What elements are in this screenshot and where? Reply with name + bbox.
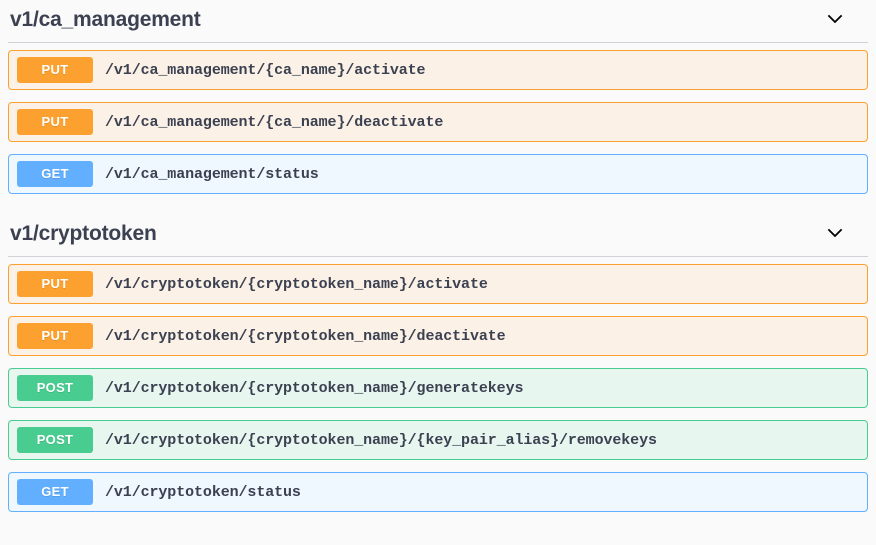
method-badge: PUT (17, 109, 93, 135)
chevron-down-icon[interactable] (824, 222, 846, 244)
endpoint-path: /v1/cryptotoken/{cryptotoken_name}/activ… (105, 275, 488, 293)
method-badge: POST (17, 427, 93, 453)
operation-row[interactable]: PUT /v1/cryptotoken/{cryptotoken_name}/a… (8, 264, 868, 304)
endpoint-path: /v1/cryptotoken/{cryptotoken_name}/deact… (105, 327, 506, 345)
tag-header-ca-management[interactable]: v1/ca_management (8, 0, 868, 43)
method-badge: PUT (17, 271, 93, 297)
tag-header-cryptotoken[interactable]: v1/cryptotoken (8, 214, 868, 257)
operation-row[interactable]: POST /v1/cryptotoken/{cryptotoken_name}/… (8, 420, 868, 460)
tag-title: v1/ca_management (10, 7, 201, 31)
operation-row[interactable]: PUT /v1/ca_management/{ca_name}/activate (8, 50, 868, 90)
chevron-down-icon[interactable] (824, 8, 846, 30)
endpoint-path: /v1/cryptotoken/{cryptotoken_name}/{key_… (105, 431, 657, 449)
operation-row[interactable]: PUT /v1/ca_management/{ca_name}/deactiva… (8, 102, 868, 142)
operation-row[interactable]: GET /v1/ca_management/status (8, 154, 868, 194)
endpoint-path: /v1/ca_management/{ca_name}/activate (105, 61, 426, 79)
operations-list-cryptotoken: PUT /v1/cryptotoken/{cryptotoken_name}/a… (8, 257, 868, 512)
operation-row[interactable]: GET /v1/cryptotoken/status (8, 472, 868, 512)
method-badge: GET (17, 479, 93, 505)
method-badge: POST (17, 375, 93, 401)
tag-title: v1/cryptotoken (10, 221, 157, 245)
endpoint-path: /v1/ca_management/status (105, 165, 319, 183)
method-badge: PUT (17, 57, 93, 83)
section-divider-spacer (8, 206, 868, 214)
operations-list-ca-management: PUT /v1/ca_management/{ca_name}/activate… (8, 43, 868, 194)
method-badge: PUT (17, 323, 93, 349)
endpoint-path: /v1/cryptotoken/status (105, 483, 301, 501)
endpoint-path: /v1/cryptotoken/{cryptotoken_name}/gener… (105, 379, 524, 397)
tag-section-ca-management: v1/ca_management PUT /v1/ca_management/{… (8, 0, 868, 194)
method-badge: GET (17, 161, 93, 187)
operation-row[interactable]: PUT /v1/cryptotoken/{cryptotoken_name}/d… (8, 316, 868, 356)
operation-row[interactable]: POST /v1/cryptotoken/{cryptotoken_name}/… (8, 368, 868, 408)
tag-section-cryptotoken: v1/cryptotoken PUT /v1/cryptotoken/{cryp… (8, 214, 868, 512)
endpoint-path: /v1/ca_management/{ca_name}/deactivate (105, 113, 444, 131)
